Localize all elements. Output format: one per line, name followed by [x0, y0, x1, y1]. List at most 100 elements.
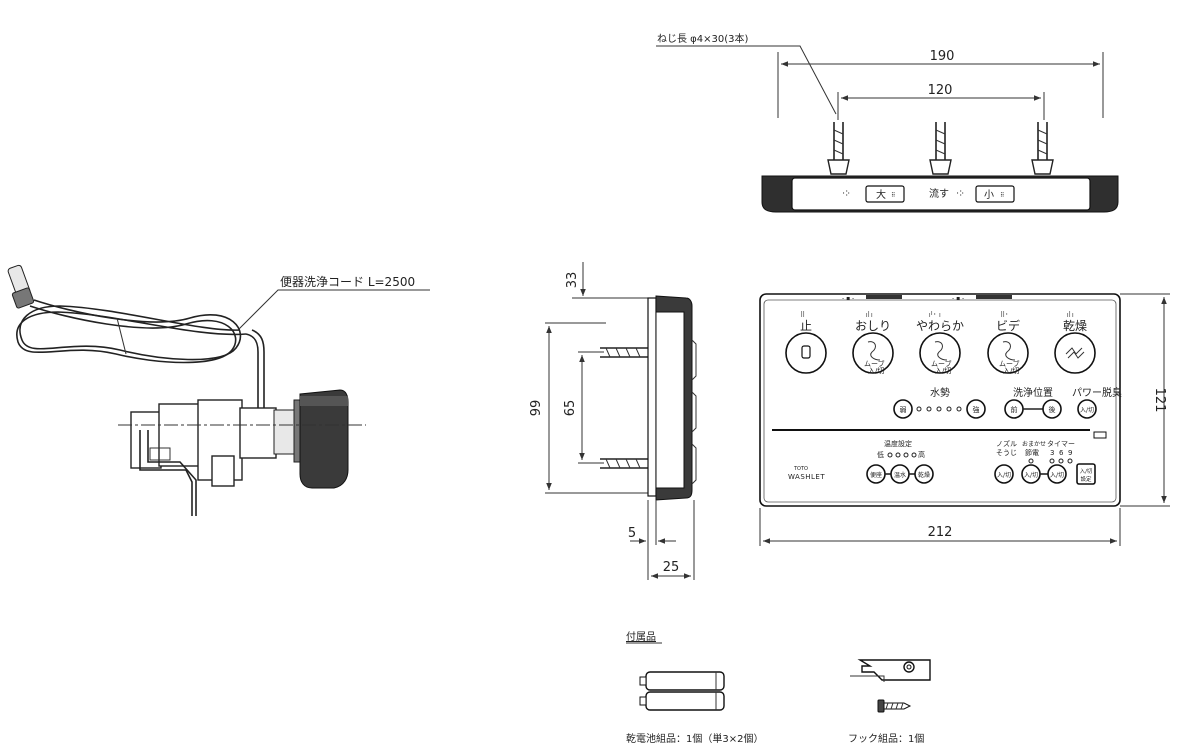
screw-icon — [877, 699, 912, 713]
accessories-heading: 付属品 — [626, 630, 656, 643]
svg-text:強: 強 — [973, 406, 980, 414]
side-dim-pitch: 65 — [563, 400, 578, 417]
flush-label: 流す — [929, 187, 949, 200]
btn-weak[interactable]: 弱 — [893, 399, 913, 419]
move-label: ムーブ — [864, 359, 885, 368]
top-buttons: 大 ⠿ 流す 小 ⠿ ⠐⠕ ⠐⠕ — [840, 185, 1015, 203]
svg-text:入/切: 入/切 — [1003, 367, 1019, 375]
top-dim-inner: 120 — [928, 83, 953, 98]
side-anchor-upper — [600, 347, 648, 358]
btn-dry[interactable] — [1054, 332, 1096, 374]
btn-back[interactable]: 後 — [1042, 399, 1062, 419]
btn-oshiri[interactable]: ムーブ 入/切 — [852, 332, 894, 375]
btn-water-temp[interactable]: 温水 — [890, 464, 910, 484]
anchor-right — [1031, 122, 1054, 175]
accessories: 付属品 乾電池組品：1個（単3×2個） フック組品：1個 — [626, 630, 931, 745]
svg-text:⠾⠆: ⠾⠆ — [865, 311, 875, 319]
label-save-power: 節電 — [1025, 448, 1039, 457]
svg-text:入/切: 入/切 — [1080, 407, 1094, 414]
brand-washlet: WASHLET — [788, 473, 825, 481]
btn-deodorize-onoff[interactable]: 入/切 — [1077, 399, 1097, 419]
svg-text:入/切: 入/切 — [997, 472, 1011, 479]
side-dim-thin: 5 — [628, 526, 636, 541]
side-anchor-lower — [600, 458, 648, 469]
onoff-label: 入/切 — [868, 367, 884, 375]
label-nozzle: ノズル — [996, 439, 1017, 448]
btn-stop[interactable] — [785, 332, 827, 374]
label-stop: 止 — [800, 319, 812, 333]
btn-large-label: 大 — [876, 188, 886, 201]
svg-text:⠿: ⠿ — [891, 192, 895, 199]
timer-6: 6 — [1059, 449, 1064, 457]
label-timer: タイマー — [1047, 439, 1075, 448]
svg-text:設定: 設定 — [1080, 475, 1092, 483]
svg-text:入/切: 入/切 — [1080, 468, 1093, 475]
side-dim-height: 99 — [529, 400, 544, 417]
btn-onoff-setting[interactable]: 入/切 設定 — [1076, 463, 1096, 485]
label-dry: 乾燥 — [1063, 319, 1087, 333]
screw-note: ねじ長 φ4×30(3本) — [657, 32, 749, 45]
anchor-left — [827, 122, 850, 175]
hook-icon — [850, 659, 931, 682]
timer-9: 9 — [1068, 449, 1072, 457]
svg-text:入/切: 入/切 — [935, 367, 951, 375]
svg-text:⠾⠆: ⠾⠆ — [1066, 311, 1076, 319]
label-power-deodorize: パワー脱臭 — [1072, 386, 1122, 399]
svg-text:便座: 便座 — [870, 471, 882, 479]
svg-text:後: 後 — [1049, 405, 1056, 414]
top-view: 190 120 ねじ長 φ4×30(3本) 大 ⠿ — [656, 32, 1119, 213]
svg-text:- ▪ -: - ▪ - — [842, 295, 854, 302]
label-omakase: おまかせ — [1022, 441, 1046, 448]
label-cleaning: そうじ — [996, 449, 1017, 457]
svg-text:⠿⠂: ⠿⠂ — [1000, 311, 1010, 319]
label-bidet: ビデ — [996, 318, 1020, 333]
battery-icon — [639, 671, 725, 711]
btn-bidet[interactable]: ムーブ 入/切 — [987, 332, 1029, 375]
timer-3: 3 — [1050, 449, 1054, 457]
btn-strong[interactable]: 強 — [966, 399, 986, 419]
svg-text:温水: 温水 — [894, 471, 906, 479]
cord-callout: 便器洗浄コード L=2500 — [237, 275, 430, 331]
svg-text:⠿: ⠿ — [1000, 192, 1004, 199]
front-dim-width: 212 — [928, 525, 953, 540]
btn-dry-temp[interactable]: 乾燥 — [914, 464, 934, 484]
label-high: 高 — [918, 450, 925, 459]
svg-text:ムーブ: ムーブ — [999, 359, 1020, 368]
hook-label: フック組品：1個 — [848, 732, 924, 745]
label-yawaraka: やわらか — [916, 319, 964, 333]
label-oshiri: おしり — [855, 319, 891, 333]
svg-text:ムーブ: ムーブ — [931, 359, 952, 368]
front-view: 121 212 - ▪ - - ▪ - 止 おしり やわらか ビデ 乾燥 ⠿ ⠾… — [759, 293, 1170, 546]
temp-level-indicator — [887, 452, 917, 458]
svg-text:前: 前 — [1011, 405, 1018, 414]
pressure-level-indicator — [916, 406, 962, 412]
svg-text:⠞⠂⠆: ⠞⠂⠆ — [928, 311, 943, 319]
label-low: 低 — [877, 450, 884, 459]
svg-text:⠐⠕: ⠐⠕ — [954, 190, 964, 198]
front-dim-height: 121 — [1152, 388, 1167, 413]
btn-timer-save[interactable]: 入/切 — [1047, 464, 1067, 484]
btn-seat-temp[interactable]: 便座 — [866, 464, 886, 484]
svg-text:⠐⠕: ⠐⠕ — [840, 190, 850, 198]
svg-text:⠿: ⠿ — [800, 311, 805, 319]
svg-text:入/切: 入/切 — [1050, 472, 1064, 479]
svg-text:乾燥: 乾燥 — [918, 471, 930, 479]
svg-text:弱: 弱 — [900, 406, 907, 414]
btn-nozzle-clean[interactable]: 入/切 — [994, 464, 1014, 484]
brand-small: TOTO — [793, 466, 808, 472]
battery-label: 乾電池組品：1個（単3×2個） — [626, 732, 763, 745]
btn-omakase-save[interactable]: 入/切 — [1021, 464, 1041, 484]
side-dim-top: 33 — [565, 272, 580, 289]
cord-length-label: 便器洗浄コード L=2500 — [280, 275, 415, 289]
label-water-pressure: 水勢 — [930, 386, 950, 399]
side-dim-depth: 25 — [663, 560, 680, 575]
btn-front[interactable]: 前 — [1004, 399, 1024, 419]
anchor-center — [929, 122, 952, 175]
label-temp-setting: 温度設定 — [884, 439, 912, 448]
btn-yawaraka[interactable]: ムーブ 入/切 — [919, 332, 961, 375]
svg-text:- ▪ -: - ▪ - — [952, 295, 964, 302]
flush-cord-assembly — [7, 264, 366, 516]
top-dim-outer: 190 — [930, 49, 955, 64]
svg-text:入/切: 入/切 — [1024, 472, 1038, 479]
